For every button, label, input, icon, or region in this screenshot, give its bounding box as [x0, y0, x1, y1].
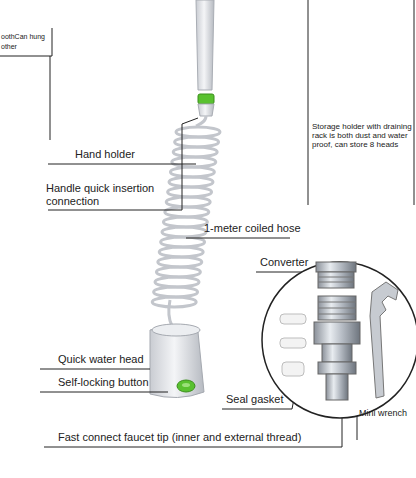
part-label: 1-meter coiled hose — [204, 222, 304, 235]
hose-coil — [168, 187, 212, 197]
hose-coil — [172, 157, 216, 167]
part-label: Mini wrench — [359, 408, 414, 418]
hose-coil — [163, 217, 207, 227]
hose-coil — [159, 247, 203, 257]
cropped-note: other — [1, 43, 51, 51]
hose-coil — [166, 197, 210, 207]
part-label: Quick water head — [58, 353, 168, 366]
hose-coil — [169, 177, 213, 187]
hose-coil — [152, 297, 196, 307]
part-label: Self-locking button — [58, 376, 178, 389]
hose-coil — [176, 127, 220, 137]
part-label: Fast connect faucet tip (inner and exter… — [58, 431, 358, 444]
hose-coil — [173, 147, 217, 157]
part-label: Seal gasket — [226, 393, 296, 406]
hose-coil — [158, 257, 202, 267]
part-label: Converter — [260, 256, 330, 269]
hose-coil — [175, 137, 219, 147]
hose-coil — [154, 287, 198, 297]
hose-coil — [156, 267, 200, 277]
hose-coil — [165, 207, 209, 217]
part-label: Hand holder — [75, 148, 185, 161]
hose-coil — [155, 277, 199, 287]
note-text: Storage holder with draining rack is bot… — [312, 122, 412, 150]
part-label: Handle quick insertion connection — [46, 182, 178, 207]
cropped-note: oothCan hung — [1, 33, 51, 41]
hose-coil — [162, 227, 206, 237]
hose-coil — [170, 167, 214, 177]
